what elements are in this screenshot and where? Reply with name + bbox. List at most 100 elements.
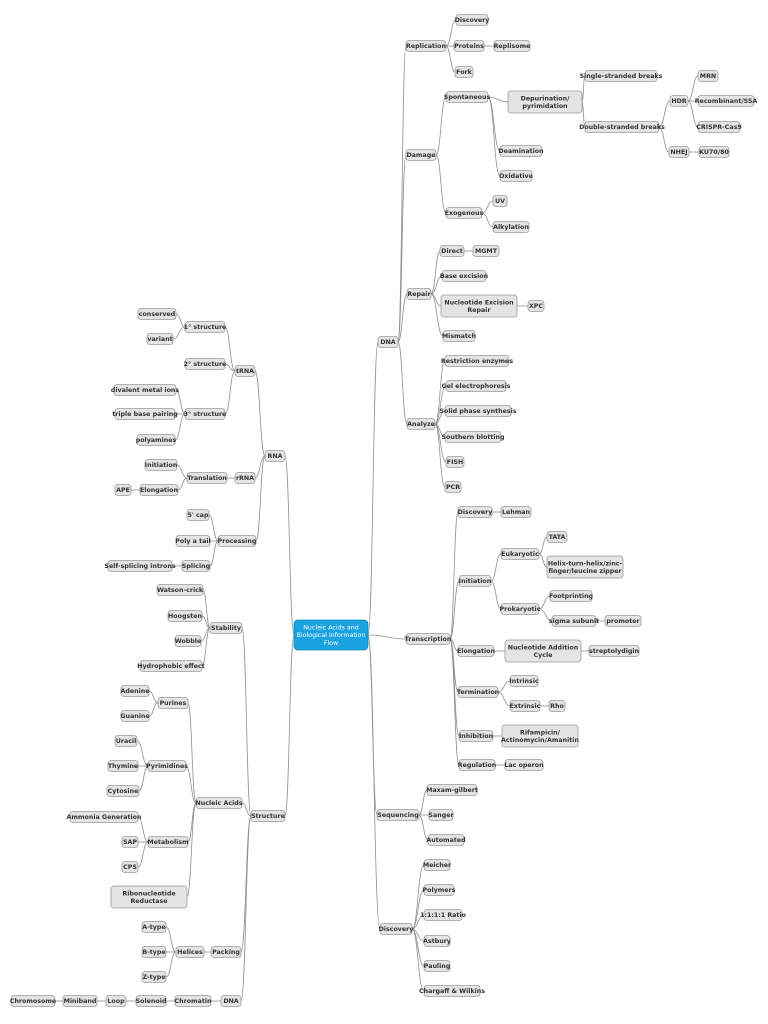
node-uracil[interactable]: Uracil bbox=[114, 735, 138, 747]
node-tr-discovery[interactable]: Discovery bbox=[457, 506, 493, 518]
node-promoter[interactable]: promoter bbox=[604, 615, 642, 627]
node-ku[interactable]: KU70/80 bbox=[698, 146, 729, 158]
node-ammonia[interactable]: Ammonia Generation bbox=[67, 811, 142, 823]
node-prokaryotic[interactable]: Prokaryotic bbox=[500, 603, 541, 615]
node-transcription[interactable]: Transcription bbox=[405, 633, 452, 645]
node-adenine[interactable]: Adenine bbox=[120, 685, 150, 697]
node-recombinant[interactable]: Recombinant/SSA bbox=[695, 95, 758, 107]
node-termination[interactable]: Termination bbox=[457, 686, 499, 698]
node-atype[interactable]: A-type bbox=[141, 921, 167, 933]
node-deamination[interactable]: Deamination bbox=[498, 145, 544, 157]
node-solenoid[interactable]: Solenoid bbox=[135, 995, 167, 1007]
node-ds-breaks[interactable]: Double-stranded breaks bbox=[579, 121, 665, 133]
node-sap[interactable]: SAP bbox=[121, 836, 139, 848]
node-intrinsic[interactable]: Intrinsic bbox=[509, 675, 539, 687]
node-base-excision[interactable]: Base excision bbox=[440, 270, 488, 282]
node-gel[interactable]: Gel electrophoresis bbox=[441, 380, 511, 392]
node-stability[interactable]: Stability bbox=[209, 622, 243, 634]
node-footprinting[interactable]: Footprinting bbox=[549, 590, 593, 602]
node-ss-breaks[interactable]: Single-stranded breaks bbox=[580, 70, 663, 82]
node-translation[interactable]: Translation bbox=[186, 472, 228, 484]
node-pyrimidines[interactable]: Pyrimidines bbox=[146, 760, 188, 772]
node-sigma[interactable]: sigma subunit bbox=[549, 615, 599, 627]
node-processing[interactable]: Processing bbox=[217, 535, 257, 547]
node-direct[interactable]: Direct bbox=[439, 245, 465, 257]
node-triple[interactable]: triple base pairing bbox=[112, 408, 178, 420]
node-watson[interactable]: Watson-crick bbox=[156, 584, 204, 596]
node-astbury[interactable]: Astbury bbox=[423, 935, 451, 947]
node-polyamines[interactable]: polyamines bbox=[136, 434, 177, 446]
node-inhibition[interactable]: Inhibition bbox=[458, 730, 494, 742]
node-oxidative[interactable]: Oxidative bbox=[499, 170, 533, 182]
node-purines[interactable]: Purines bbox=[157, 697, 189, 709]
node-damage[interactable]: Damage bbox=[405, 149, 437, 161]
node-polymers[interactable]: Polymers bbox=[423, 884, 456, 896]
node-lehman[interactable]: Lehman bbox=[500, 506, 532, 518]
node-maxam[interactable]: Maxam-gilbert bbox=[426, 784, 478, 796]
node-fish[interactable]: FISH bbox=[445, 456, 465, 468]
node-chargaff[interactable]: Chargaff & Wilkins bbox=[419, 985, 485, 997]
node-spontaneous[interactable]: Spontaneous bbox=[444, 91, 491, 103]
node-nhej[interactable]: NHEJ bbox=[668, 146, 690, 158]
node-mrn[interactable]: MRN bbox=[697, 70, 719, 82]
node-variant[interactable]: variant bbox=[146, 333, 174, 345]
node-helices[interactable]: Helices bbox=[175, 946, 205, 958]
node-struct3[interactable]: 3° structure bbox=[184, 408, 227, 420]
node-pauling[interactable]: Pauling bbox=[423, 960, 451, 972]
node-crispr[interactable]: CRISPR-Cas9 bbox=[696, 121, 742, 133]
node-sequencing[interactable]: Sequencing bbox=[376, 809, 420, 821]
node-rna-elongation[interactable]: Elongation bbox=[139, 484, 179, 496]
node-mismatch[interactable]: Mismatch bbox=[442, 330, 476, 342]
node-struct1[interactable]: 1° structure bbox=[184, 321, 227, 333]
node-southern[interactable]: Southern blotting bbox=[441, 431, 505, 443]
node-streptolydigin[interactable]: streptolydigin bbox=[588, 645, 640, 657]
node-initiation[interactable]: Initiation bbox=[458, 575, 492, 587]
node-struct2[interactable]: 2° structure bbox=[184, 358, 227, 370]
node-rep-discovery[interactable]: Discovery bbox=[455, 14, 490, 26]
node-cytosine[interactable]: Cytosine bbox=[106, 785, 140, 797]
node-elongation[interactable]: Elongation bbox=[457, 645, 495, 657]
node-pcr[interactable]: PCR bbox=[444, 481, 462, 493]
node-discovery[interactable]: Discovery bbox=[379, 923, 414, 935]
node-replication[interactable]: Replication bbox=[405, 40, 447, 52]
node-depurination[interactable]: Depurination/pyrimidation bbox=[507, 90, 583, 114]
node-hoogsten[interactable]: Hoogsten bbox=[167, 610, 203, 622]
node-regulation[interactable]: Regulation bbox=[458, 759, 497, 771]
node-self-splicing[interactable]: Self-splicing introns bbox=[104, 560, 176, 572]
node-miniband[interactable]: Miniband bbox=[62, 995, 98, 1007]
node-ape[interactable]: APE bbox=[114, 484, 132, 496]
node-hdr[interactable]: HDR bbox=[669, 95, 689, 107]
node-helix[interactable]: Helix-turn-helix/zinc-finger/leucine zip… bbox=[546, 555, 624, 579]
node-polya[interactable]: Poly a tail bbox=[175, 535, 211, 547]
node-structure[interactable]: Structure bbox=[250, 810, 286, 822]
node-hydrophobic[interactable]: Hydrophobic effect bbox=[137, 660, 205, 672]
node-rep-proteins[interactable]: Proteins bbox=[453, 40, 485, 52]
node-restriction[interactable]: Restriction enzymes bbox=[441, 355, 513, 367]
node-eukaryotic[interactable]: Eukaryotic bbox=[500, 548, 540, 560]
node-cps[interactable]: CPS bbox=[121, 861, 139, 873]
node-rho[interactable]: Rho bbox=[548, 700, 566, 712]
node-guanine[interactable]: Guanine bbox=[120, 710, 150, 722]
node-rna-initiation[interactable]: Initiation bbox=[144, 459, 178, 471]
node-rna[interactable]: RNA bbox=[264, 450, 286, 462]
node-alkylation[interactable]: Alkylation bbox=[492, 221, 530, 233]
node-replisome[interactable]: Replisome bbox=[494, 40, 531, 52]
node-repair[interactable]: Repair bbox=[406, 288, 431, 300]
node-dna[interactable]: DNA bbox=[377, 336, 399, 348]
node-analyze[interactable]: Analyze bbox=[406, 418, 436, 430]
node-sanger[interactable]: Sanger bbox=[428, 809, 454, 821]
node-automated[interactable]: Automated bbox=[426, 834, 466, 846]
node-packing[interactable]: Packing bbox=[210, 946, 242, 958]
node-metabolism[interactable]: Metabolism bbox=[147, 836, 189, 848]
node-rrna[interactable]: rRNA bbox=[234, 472, 256, 484]
node-divalent[interactable]: divalent metal ions bbox=[111, 384, 180, 396]
node-ztype[interactable]: Z-type bbox=[141, 971, 167, 983]
node-conserved[interactable]: conserved bbox=[137, 308, 177, 320]
node-cap[interactable]: 5' cap bbox=[186, 509, 210, 521]
node-chromatin[interactable]: Chromatin bbox=[175, 995, 212, 1007]
node-pk-dna[interactable]: DNA bbox=[220, 995, 242, 1007]
